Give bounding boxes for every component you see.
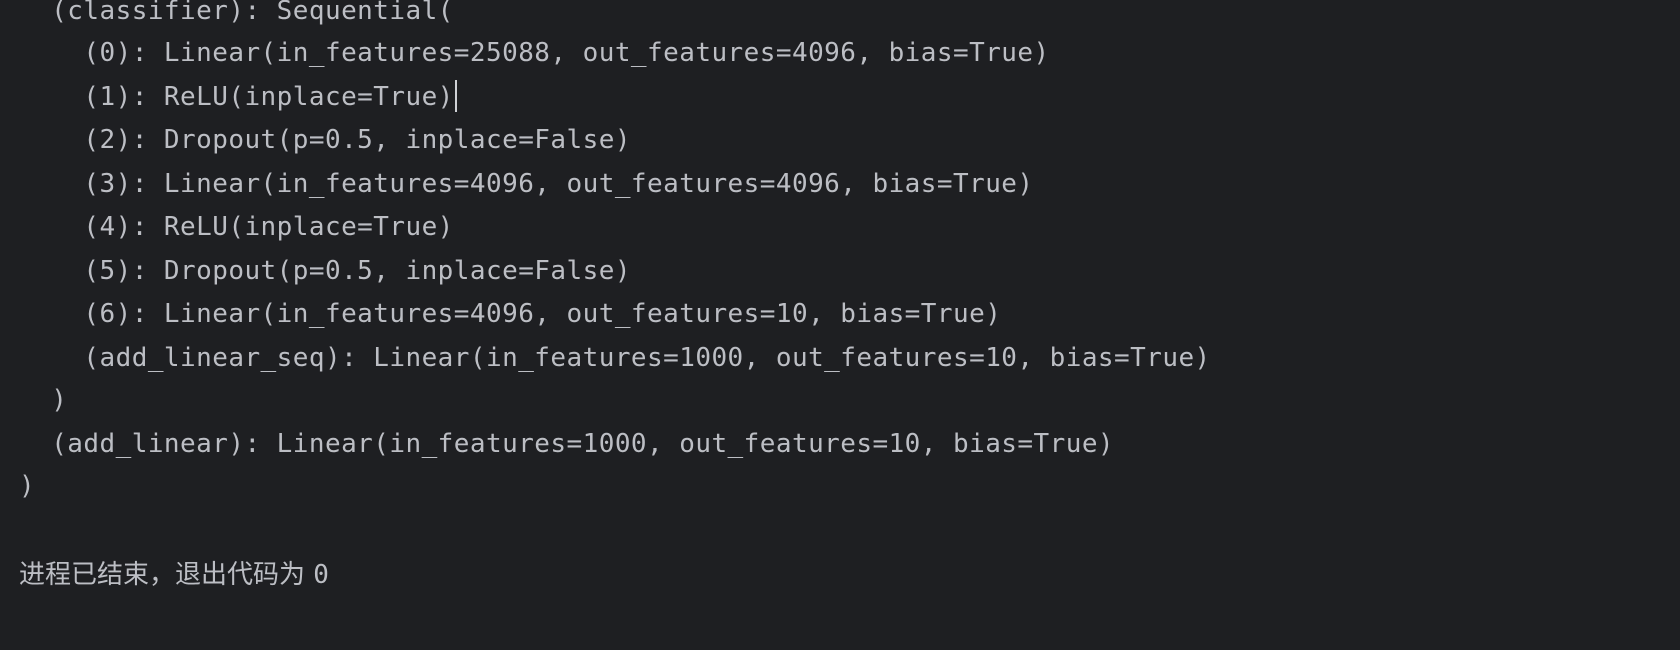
console-line: (0): Linear(in_features=25088, out_featu… bbox=[19, 38, 1050, 68]
console-line: (add_linear): Linear(in_features=1000, o… bbox=[19, 429, 1115, 459]
console-line: (classifier): Sequential( bbox=[19, 0, 454, 26]
console-line: ) bbox=[19, 471, 36, 501]
console-line-with-caret: (1): ReLU(inplace=True) bbox=[19, 74, 457, 120]
console-line: (4): ReLU(inplace=True) bbox=[19, 212, 454, 242]
console-line: (add_linear_seq): Linear(in_features=100… bbox=[19, 343, 1211, 373]
console-line: (6): Linear(in_features=4096, out_featur… bbox=[19, 299, 1002, 329]
console-line: (5): Dropout(p=0.5, inplace=False) bbox=[19, 256, 631, 286]
text-caret bbox=[454, 79, 457, 112]
exit-message-text: 进程已结束，退出代码为 bbox=[19, 560, 314, 590]
console-line-text: (1): ReLU(inplace=True) bbox=[19, 82, 454, 112]
console-line: (3): Linear(in_features=4096, out_featur… bbox=[19, 169, 1034, 199]
process-exit-message: 进程已结束，退出代码为 0 bbox=[19, 552, 329, 598]
console-line: (2): Dropout(p=0.5, inplace=False) bbox=[19, 125, 631, 155]
console-line: ) bbox=[19, 385, 68, 415]
exit-code-value: 0 bbox=[313, 560, 330, 590]
